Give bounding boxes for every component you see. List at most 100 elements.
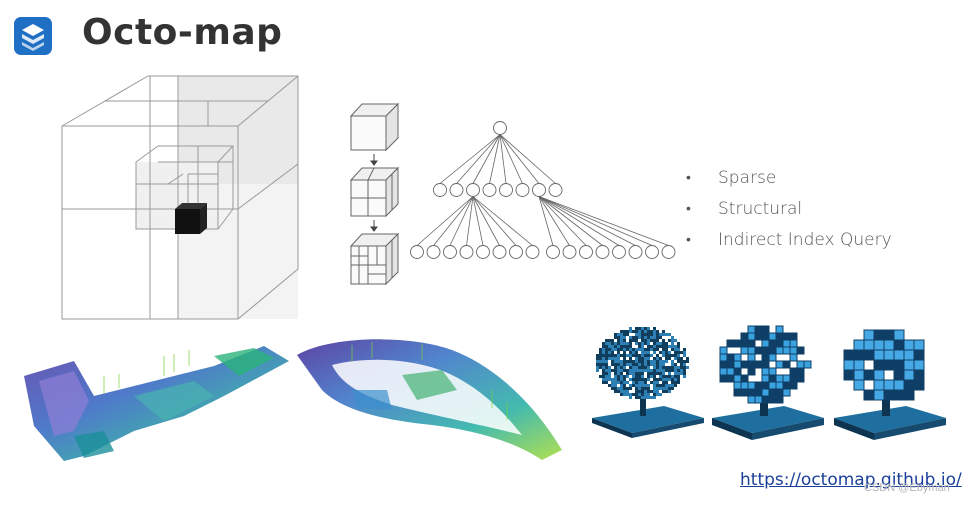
octomap-website-link[interactable]: https://octomap.github.io/ [740,470,962,490]
voxel-fine [605,378,608,381]
voxel-coarse [893,329,905,341]
voxel-fine [671,381,674,384]
voxel-fine [650,339,653,342]
voxel-fine [656,348,659,351]
voxel-fine [635,384,638,387]
voxel-tree-resolution-images [584,318,948,458]
voxel-medium [761,381,770,390]
voxel-fine [623,336,626,339]
voxel-medium [719,353,728,362]
voxel-medium [789,367,798,376]
voxel-fine [653,333,656,336]
voxel-fine [665,348,668,351]
logo-glyph-icon [22,24,44,51]
voxel-fine [632,348,635,351]
voxel-coarse [873,359,885,371]
voxel-coarse [903,349,915,361]
voxel-fine [647,339,650,342]
voxel-fine [608,378,611,381]
voxel-fine [641,327,644,330]
voxel-medium [768,395,777,404]
voxel-fine [674,348,677,351]
voxel-fine [638,363,641,366]
voxel-fine [602,348,605,351]
voxel-fine [611,360,614,363]
voxel-fine [626,363,629,366]
voxel-fine [626,381,629,384]
voxel-coarse [903,389,915,401]
voxel-fine [626,333,629,336]
voxel-fine [617,375,620,378]
voxel-medium [740,339,749,348]
voxel-fine [641,351,644,354]
voxel-fine [677,357,680,360]
voxel-coarse [913,339,925,351]
voxel-medium [740,381,749,390]
voxel-fine [596,357,599,360]
feature-label: Sparse [718,168,777,188]
voxel-fine [623,369,626,372]
voxel-fine [638,390,641,393]
voxel-fine [629,327,632,330]
voxel-fine [623,393,626,396]
voxel-medium [740,360,749,369]
voxel-fine [614,387,617,390]
voxel-medium [754,325,763,334]
voxel-fine [620,366,623,369]
voxel-fine [653,360,656,363]
voxel-fine [644,390,647,393]
voxel-medium [775,346,784,355]
voxel-fine [677,342,680,345]
voxel-fine [605,369,608,372]
voxel-medium [719,367,728,376]
voxel-fine [674,339,677,342]
voxel-fine [623,351,626,354]
voxel-fine [623,384,626,387]
tree-level1-node [449,183,464,197]
voxel-fine [617,357,620,360]
voxel-fine [674,372,677,375]
voxel-fine [599,348,602,351]
tree-level2-node [628,245,643,259]
voxel-fine [629,339,632,342]
voxel-fine [677,345,680,348]
voxel-medium [761,388,770,397]
voxel-fine [620,330,623,333]
voxel-fine [614,354,617,357]
octree-subdivision-figure [349,102,400,286]
voxel-fine [626,387,629,390]
voxel-medium [733,381,742,390]
voxel-fine [599,360,602,363]
voxel-fine [620,381,623,384]
voxel-fine [602,381,605,384]
voxel-fine [668,372,671,375]
voxel-fine [620,375,623,378]
feature-item: •Structural [686,196,892,227]
voxel-medium [733,339,742,348]
voxel-fine [638,360,641,363]
voxel-fine [641,396,644,399]
voxel-fine [674,381,677,384]
voxel-fine [629,336,632,339]
tree-level2-node [612,245,626,259]
point-cloud-map-image-2 [297,339,562,460]
voxel-fine [623,330,626,333]
voxel-coarse [873,339,885,351]
voxel-fine [620,378,623,381]
voxel-fine [659,378,662,381]
voxel-fine [680,357,683,360]
voxel-fine [617,381,620,384]
voxel-fine [623,378,626,381]
voxel-fine [680,351,683,354]
voxel-fine [671,366,674,369]
voxel-medium [775,339,784,348]
voxel-fine [656,387,659,390]
voxel-medium [740,388,749,397]
voxel-fine [629,363,632,366]
voxel-medium [768,332,777,341]
voxel-medium [754,395,763,404]
voxel-fine [629,372,632,375]
voxel-medium [747,367,756,376]
voxel-fine [626,375,629,378]
voxel-medium [726,353,735,362]
